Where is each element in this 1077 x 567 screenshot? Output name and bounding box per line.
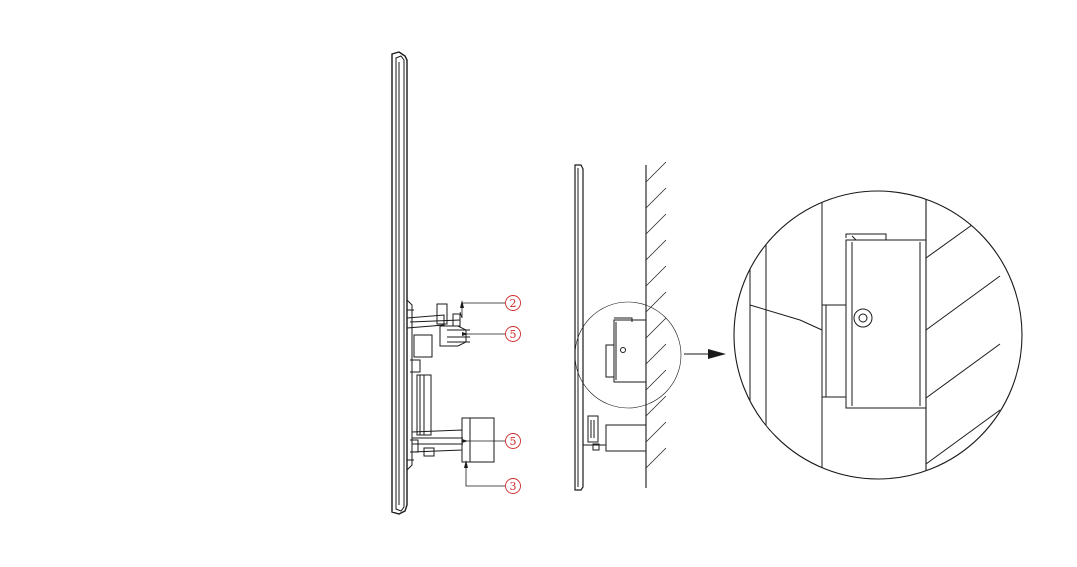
detail-magnified-view <box>733 190 1022 480</box>
callout-3: 3 <box>506 479 521 494</box>
callout-5-upper: 5 <box>506 327 521 342</box>
detail-arrow <box>684 349 726 359</box>
arrowhead <box>460 300 464 308</box>
callout-2-label: 2 <box>510 297 517 310</box>
callout-2: 2 <box>506 296 521 311</box>
callout-5-lower: 5 <box>506 434 521 449</box>
callout-5-lower-label: 5 <box>510 435 517 448</box>
arrowhead <box>462 332 468 336</box>
mounted-tv-view <box>575 165 681 490</box>
callout-5-upper-label: 5 <box>510 328 517 341</box>
callout-3-label: 3 <box>510 480 517 493</box>
arrowhead <box>464 460 468 468</box>
arrowhead <box>462 439 468 443</box>
tv-side-view <box>392 52 494 514</box>
